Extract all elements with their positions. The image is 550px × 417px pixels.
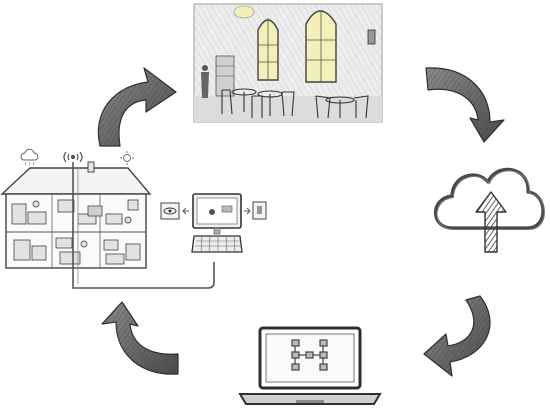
wifi-signal-icon — [63, 151, 83, 163]
arrow-house-to-cafe — [97, 67, 177, 147]
arrow-cafe-to-cloud — [425, 67, 505, 143]
eye-camera-icon — [160, 202, 189, 220]
cloud-upload-icon — [434, 167, 545, 253]
person-figure — [201, 65, 209, 98]
keyboard-icon — [191, 235, 243, 253]
arrow-cloud-to-laptop — [423, 295, 491, 377]
arched-window-right — [305, 10, 337, 83]
weather-cloud-icon — [20, 148, 39, 166]
smart-house-icon — [0, 148, 215, 289]
phone-device-icon — [244, 201, 267, 220]
cafe-interior-sketch — [193, 3, 383, 123]
laptop-flowchart-icon — [238, 326, 382, 405]
sun-icon — [120, 151, 134, 165]
cafe-furniture — [221, 88, 369, 119]
house-rooms — [11, 199, 141, 265]
flowchart-icon — [291, 339, 328, 371]
control-computer-icon — [160, 193, 267, 253]
arrow-laptop-to-house — [101, 301, 179, 375]
arched-window-left — [257, 18, 279, 81]
